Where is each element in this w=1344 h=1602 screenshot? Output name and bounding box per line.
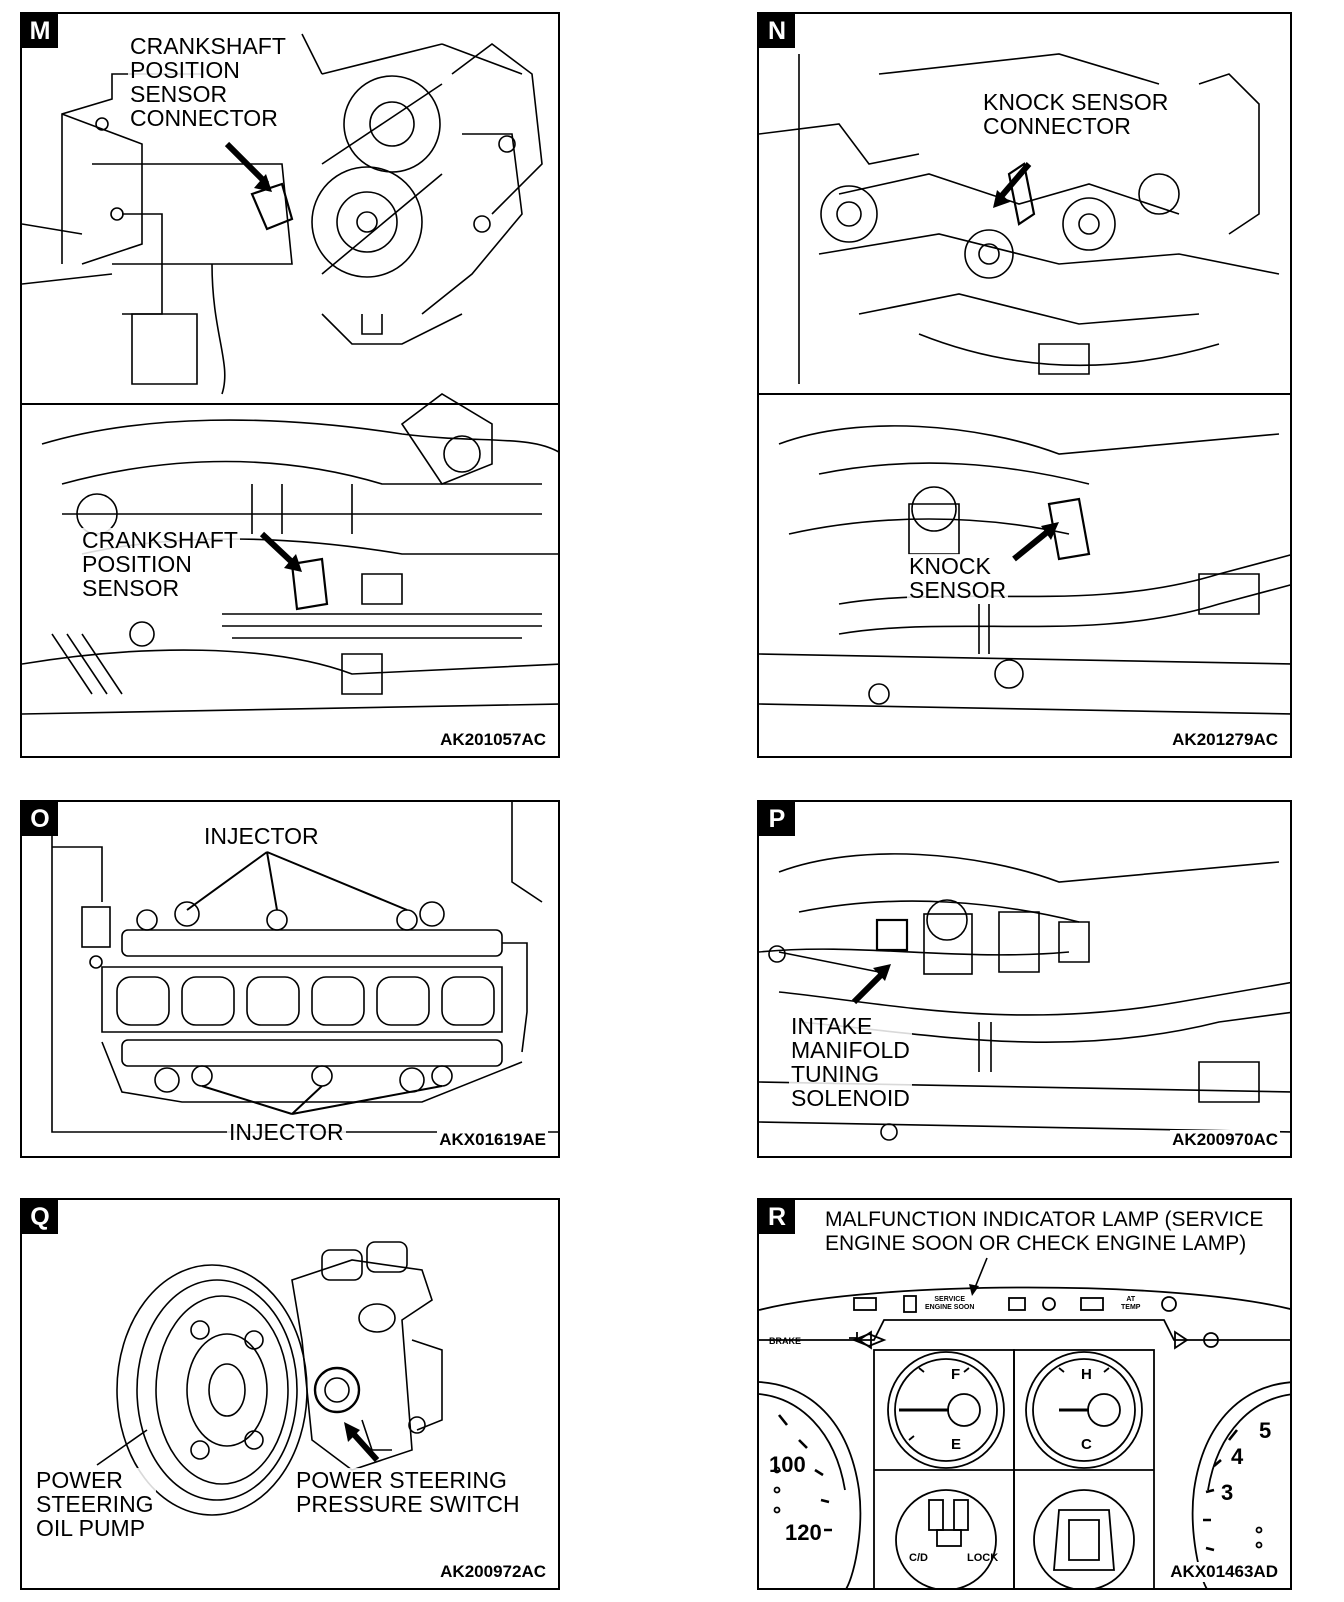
- panel-p: P INTAKE MANIFOLD TUNING SOLENOID AK2009…: [757, 800, 1292, 1158]
- figure-code: AKX01619AE: [437, 1130, 548, 1150]
- engine-crankshaft-illustration: [22, 33, 558, 715]
- malfunction-indicator-lamp-label: MALFUNCTION INDICATOR LAMP (SERVICE ENGI…: [823, 1208, 1266, 1256]
- intake-manifold-tuning-solenoid-label: INTAKE MANIFOLD TUNING SOLENOID: [789, 1013, 912, 1111]
- injector-label-bottom: INJECTOR: [227, 1119, 346, 1145]
- panel-m: M CRANKSHAFT POSITION SENSOR CONNECTOR C…: [20, 12, 560, 758]
- panel-q: Q POWER STEERING OIL PUMP POWER STEERING…: [20, 1198, 560, 1590]
- speedometer-100-mark: 100: [769, 1452, 806, 1477]
- figure-code: AK200972AC: [438, 1562, 548, 1582]
- tachometer-3-mark: 3: [1221, 1480, 1234, 1505]
- panel-r: R MALFUNCTION INDICATOR LAMP (SERVICE EN…: [757, 1198, 1292, 1590]
- panel-letter: O: [22, 802, 58, 836]
- panel-letter: Q: [22, 1200, 58, 1234]
- panel-letter: P: [759, 802, 795, 836]
- panel-n: N KNOCK SENSOR CONNECTOR KNOCK SENSOR AK…: [757, 12, 1292, 758]
- knock-sensor-connector-label: KNOCK SENSOR CONNECTOR: [981, 89, 1171, 139]
- speedometer-120-mark: 120: [785, 1520, 822, 1545]
- panel-letter: M: [22, 14, 58, 48]
- tachometer-5-mark: 5: [1259, 1418, 1272, 1443]
- power-steering-pump-illustration: [96, 1241, 443, 1516]
- panel-letter: N: [759, 14, 795, 48]
- cd-indicator: C/D: [909, 1552, 928, 1564]
- crankshaft-position-sensor-connector-label: CRANKSHAFT POSITION SENSOR CONNECTOR: [128, 33, 288, 131]
- figure-code: AK201279AC: [1170, 730, 1280, 750]
- power-steering-oil-pump-label: POWER STEERING OIL PUMP: [34, 1467, 156, 1541]
- temp-cold-mark: C: [1081, 1436, 1092, 1453]
- at-temp-indicator: AT TEMP: [1121, 1296, 1141, 1311]
- fuel-full-mark: F: [951, 1366, 961, 1383]
- injector-rail-illustration: [51, 802, 558, 1133]
- figure-code: AKX01463AD: [1168, 1562, 1280, 1582]
- fuel-empty-mark: E: [951, 1436, 962, 1453]
- tachometer-4-mark: 4: [1231, 1444, 1244, 1469]
- lock-indicator: LOCK: [967, 1552, 999, 1564]
- figure-code: AK200970AC: [1170, 1130, 1280, 1150]
- temp-hot-mark: H: [1081, 1366, 1092, 1383]
- service-engine-soon-indicator: SERVICE ENGINE SOON: [925, 1296, 975, 1311]
- brake-indicator: BRAKE: [769, 1336, 802, 1346]
- panel-o: O INJECTOR INJECTOR AKX01619AE: [20, 800, 560, 1158]
- engine-knock-sensor-illustration: [759, 53, 1290, 715]
- power-steering-pressure-switch-label: POWER STEERING PRESSURE SWITCH: [294, 1467, 522, 1517]
- panel-letter: R: [759, 1200, 795, 1234]
- figure-code: AK201057AC: [438, 730, 548, 750]
- crankshaft-position-sensor-label: CRANKSHAFT POSITION SENSOR: [80, 527, 240, 601]
- knock-sensor-label: KNOCK SENSOR: [907, 553, 1009, 603]
- injector-label-top: INJECTOR: [202, 823, 321, 849]
- instrument-cluster-illustration: [759, 1257, 1290, 1588]
